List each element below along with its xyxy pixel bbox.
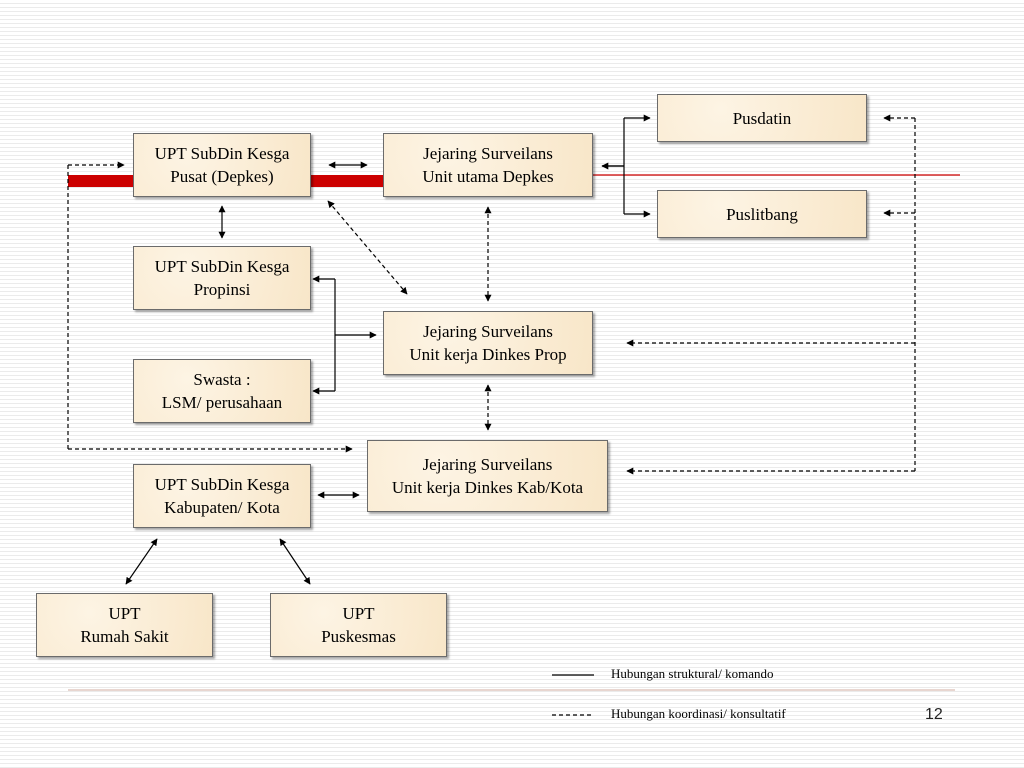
box-jejaring-prop-label: Jejaring Surveilans Unit kerja Dinkes Pr… (409, 322, 567, 364)
box-pusdatin-label: Pusdatin (732, 108, 792, 128)
box-upt-puskesmas: UPT Puskesmas (270, 593, 447, 657)
box-upt-rs-label: UPT Rumah Sakit (80, 604, 169, 646)
box-upt-pusat-label: UPT SubDin Kesga Pusat (Depkes) (154, 144, 290, 186)
box-upt-propinsi-label: UPT SubDin Kesga Propinsi (154, 257, 290, 299)
box-upt-propinsi: UPT SubDin Kesga Propinsi (133, 246, 311, 310)
link-pusat-jejaring-prop (327, 200, 408, 295)
page-number: 12 (925, 706, 943, 723)
box-puslitbang: Puslitbang (657, 190, 867, 238)
legend-coordination-label: Hubungan koordinasi/ konsultatif (611, 706, 786, 721)
box-jejaring-depkes: Jejaring Surveilans Unit utama Depkes (383, 133, 593, 197)
box-upt-puskesmas-label: UPT Puskesmas (321, 604, 396, 646)
legend-structural-label: Hubungan struktural/ komando (611, 666, 774, 681)
box-upt-kab: UPT SubDin Kesga Kabupaten/ Kota (133, 464, 311, 528)
box-pusdatin: Pusdatin (657, 94, 867, 142)
box-jejaring-kab-label: Jejaring Surveilans Unit kerja Dinkes Ka… (391, 455, 584, 497)
link-kab-rs (125, 538, 158, 585)
box-upt-kab-label: UPT SubDin Kesga Kabupaten/ Kota (154, 475, 290, 517)
box-puslitbang-label: Puslitbang (726, 204, 798, 224)
box-jejaring-depkes-label: Jejaring Surveilans Unit utama Depkes (422, 144, 554, 186)
box-upt-rs: UPT Rumah Sakit (36, 593, 213, 657)
accent-bar-left (68, 175, 133, 187)
box-upt-pusat: UPT SubDin Kesga Pusat (Depkes) (133, 133, 311, 197)
box-jejaring-kab: Jejaring Surveilans Unit kerja Dinkes Ka… (367, 440, 608, 512)
link-kab-puskesmas (279, 538, 311, 585)
box-jejaring-prop: Jejaring Surveilans Unit kerja Dinkes Pr… (383, 311, 593, 375)
box-swasta-label: Swasta : LSM/ perusahaan (161, 370, 283, 412)
accent-bar-middle (311, 175, 384, 187)
box-swasta: Swasta : LSM/ perusahaan (133, 359, 311, 423)
